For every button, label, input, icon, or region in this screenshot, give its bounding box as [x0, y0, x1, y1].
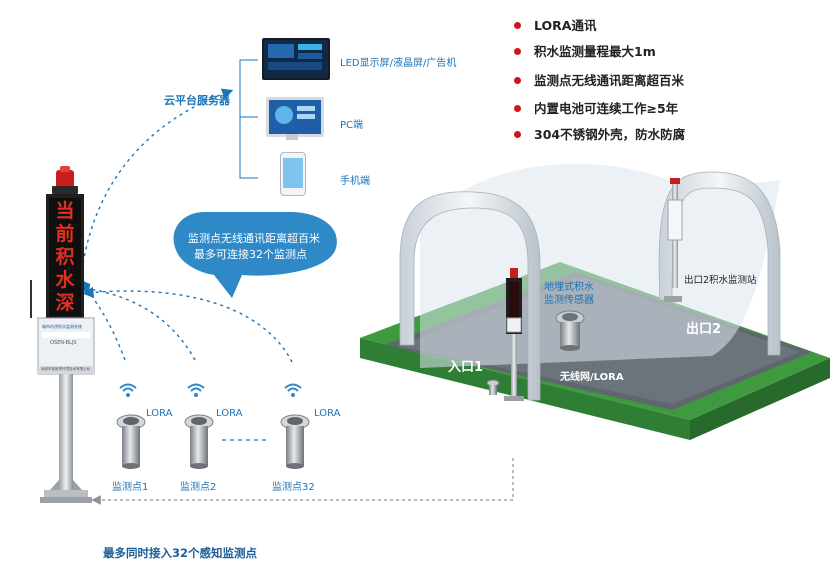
sensor-label-line1: 地埋式积水 [544, 282, 594, 293]
sensor1-label: 监测点1 [112, 482, 149, 493]
feature-text: 积水监测量程最大1m [534, 44, 656, 59]
bubble-line2: 最多可连接32个监测点 [194, 248, 307, 261]
entrance-station-label: 入口1积水监测站 [480, 407, 554, 418]
feature-item: 监测点无线通讯距离超百米 [514, 70, 684, 89]
led-char: 深 [55, 292, 75, 314]
wifi-icon [187, 383, 205, 397]
panel-footer: 深圳市奥斯恩环境技术有限公司 [41, 367, 90, 371]
client-pc-label: PC端 [340, 120, 364, 131]
client-led-label: LED显示屏/液晶屏/广告机 [340, 58, 457, 69]
bullet-icon [514, 48, 521, 55]
sensor32-label: 监测点32 [272, 482, 315, 493]
client-phone-label: 手机端 [340, 176, 370, 187]
sensor2-label: 监测点2 [180, 482, 217, 493]
led-char: 水 [55, 269, 75, 291]
tunnel-scene [360, 163, 830, 440]
cloud-title: 云平台服务器 [164, 94, 230, 107]
monitoring-station [30, 166, 95, 503]
water-level-sensor-icon [280, 414, 310, 469]
footer-note: 最多同时接入32个感知监测点 [103, 546, 258, 560]
bullet-icon [514, 131, 521, 138]
led-char: 前 [55, 223, 75, 245]
panel-model: OSEN-BLJS [50, 340, 77, 346]
sensor2-protocol: LORA [216, 408, 243, 419]
pc-stand-icon [286, 134, 298, 140]
wireless-label: 无线网/LORA [560, 372, 624, 383]
led-display: 当 前 积 水 深 [49, 200, 81, 315]
bullet-icon [514, 22, 521, 29]
bubble-line1: 监测点无线通讯距离超百米 [188, 232, 320, 245]
pc-monitor-icon [266, 97, 324, 137]
link-station-cloud [81, 88, 234, 271]
panel-title: 城市内涝积水监测系统 [42, 324, 82, 329]
led-screen-icon [262, 38, 330, 80]
link-sensor2 [78, 283, 196, 361]
led-char: 积 [55, 246, 75, 268]
sensor32-protocol: LORA [314, 408, 341, 419]
wifi-icon [284, 383, 302, 397]
link-sensor32 [82, 286, 293, 363]
feature-item: LORA通讯 [514, 15, 596, 34]
exit-station-label: 出口2积水监测站 [684, 275, 757, 286]
feature-text: 内置电池可连续工作≥5年 [534, 101, 679, 116]
feature-item: 内置电池可连续工作≥5年 [514, 98, 678, 117]
phone-icon [280, 152, 306, 196]
bullet-icon [514, 77, 521, 84]
link-tunnel-station [91, 458, 514, 505]
led-char: 当 [55, 200, 75, 222]
bullet-icon [514, 105, 521, 112]
water-level-sensor-icon [184, 414, 214, 469]
feature-text: 304不锈钢外壳，防水防腐 [534, 127, 686, 142]
sensor-label-line2: 监测传感器 [544, 295, 594, 306]
sensor1-protocol: LORA [146, 408, 173, 419]
entrance-label: 入口1 [448, 360, 484, 375]
feature-text: LORA通讯 [534, 18, 597, 33]
exit-label: 出口2 [686, 322, 722, 337]
client-bracket [239, 59, 258, 179]
wifi-icon [119, 383, 137, 397]
speech-bubble [173, 212, 337, 298]
feature-item: 304不锈钢外壳，防水防腐 [514, 124, 685, 143]
water-level-sensor-icon [116, 414, 146, 469]
feature-text: 监测点无线通讯距离超百米 [534, 73, 685, 88]
feature-item: 积水监测量程最大1m [514, 41, 656, 60]
